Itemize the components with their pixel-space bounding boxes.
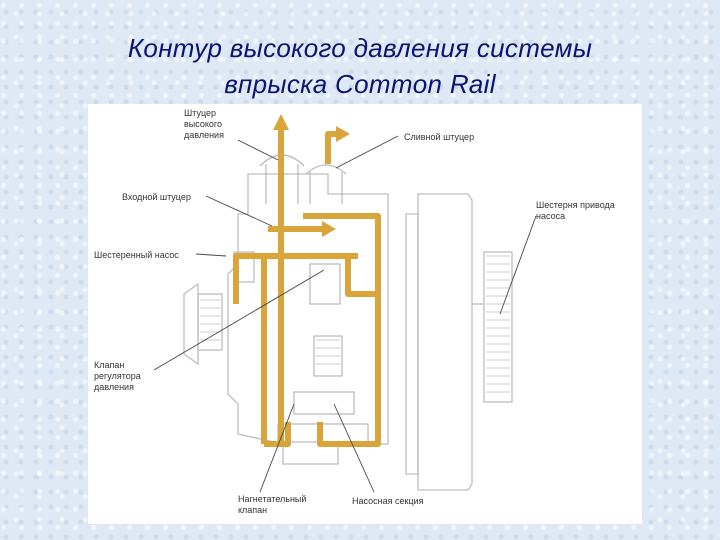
flow-bottom-right [317, 334, 381, 447]
plunger-spring [316, 339, 340, 365]
leader-drain [335, 135, 399, 169]
leader-delivery-valve [259, 403, 295, 493]
title-line-1: Контур высокого давления системы [127, 33, 593, 63]
label-drive-gear: Шестерня привода насоса [536, 200, 617, 221]
leader-hp-fitting [237, 139, 279, 161]
leader-drive-gear [499, 215, 537, 315]
flow-drain-up [325, 131, 338, 164]
leader-gear-pump [195, 253, 227, 257]
pump-section-body [293, 391, 355, 415]
pump-body [183, 154, 513, 491]
label-pump-section: Насосная секция [352, 496, 424, 506]
flange [417, 193, 473, 491]
slide-title: Контур высокого давления системы впрыска… [0, 30, 720, 102]
leader-pump-section [333, 403, 375, 493]
label-pressure-valve: Клапан регулятора давления [94, 360, 143, 392]
drive-gear [483, 251, 513, 403]
diagram-canvas: Штуцер высокого давления Сливной штуцер … [94, 108, 617, 515]
drive-gear-teeth [486, 255, 510, 393]
fuel-flow [233, 126, 381, 447]
gear-pump-teeth [200, 299, 220, 341]
arrow-inlet [322, 221, 336, 237]
label-inlet-fitting: Входной штуцер [122, 192, 191, 202]
label-hp-fitting: Штуцер высокого давления [184, 108, 225, 140]
leaders [153, 135, 537, 493]
leader-valve [153, 269, 325, 371]
label-delivery-valve: Нагнетательный клапан [238, 494, 309, 515]
valve-block [309, 263, 341, 305]
label-drain-fitting: Сливной штуцер [404, 132, 474, 142]
arrow-drain [336, 126, 350, 142]
drain-fitting-body [305, 164, 347, 204]
flow-mid-right [345, 256, 378, 297]
pump-diagram: Штуцер высокого давления Сливной штуцер … [88, 104, 642, 524]
plunger [313, 335, 343, 377]
flow-bottom-left [264, 422, 291, 447]
gear-pump-cover [183, 282, 199, 366]
arrow-hp-up [273, 114, 289, 130]
flange-hub [405, 213, 419, 475]
title-line-2: впрыска Common Rail [224, 69, 496, 99]
label-gear-pump: Шестеренный насос [94, 250, 179, 260]
pump-housing [227, 173, 389, 465]
leader-inlet [205, 195, 273, 227]
flow-gear-loop [233, 253, 358, 304]
